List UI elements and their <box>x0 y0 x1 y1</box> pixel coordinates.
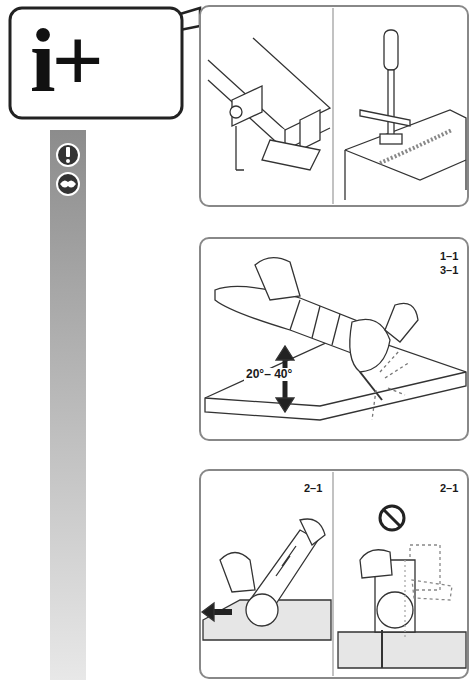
panel <box>200 470 468 678</box>
eye-protection-icon <box>57 173 79 195</box>
angle-dimension: 20°– 40° <box>244 368 294 381</box>
grinder-angle-figure <box>205 258 466 420</box>
warning-icon <box>57 144 79 166</box>
panel <box>200 6 468 206</box>
callout-number: 3–1 <box>440 264 458 276</box>
prohibition-sign <box>380 506 404 530</box>
vise-figure <box>208 38 330 170</box>
side-bar <box>50 130 86 680</box>
info-box <box>10 8 182 118</box>
clamp-figure <box>345 30 466 200</box>
callout-number: 2–1 <box>304 482 322 494</box>
grinder-cut-figure <box>202 519 331 640</box>
prohibited-tilt-figure <box>338 545 466 668</box>
info-logo: i+ <box>30 14 100 106</box>
callout-number: 1–1 <box>440 250 458 262</box>
callout-number: 2–1 <box>440 482 458 494</box>
panel <box>200 238 468 440</box>
